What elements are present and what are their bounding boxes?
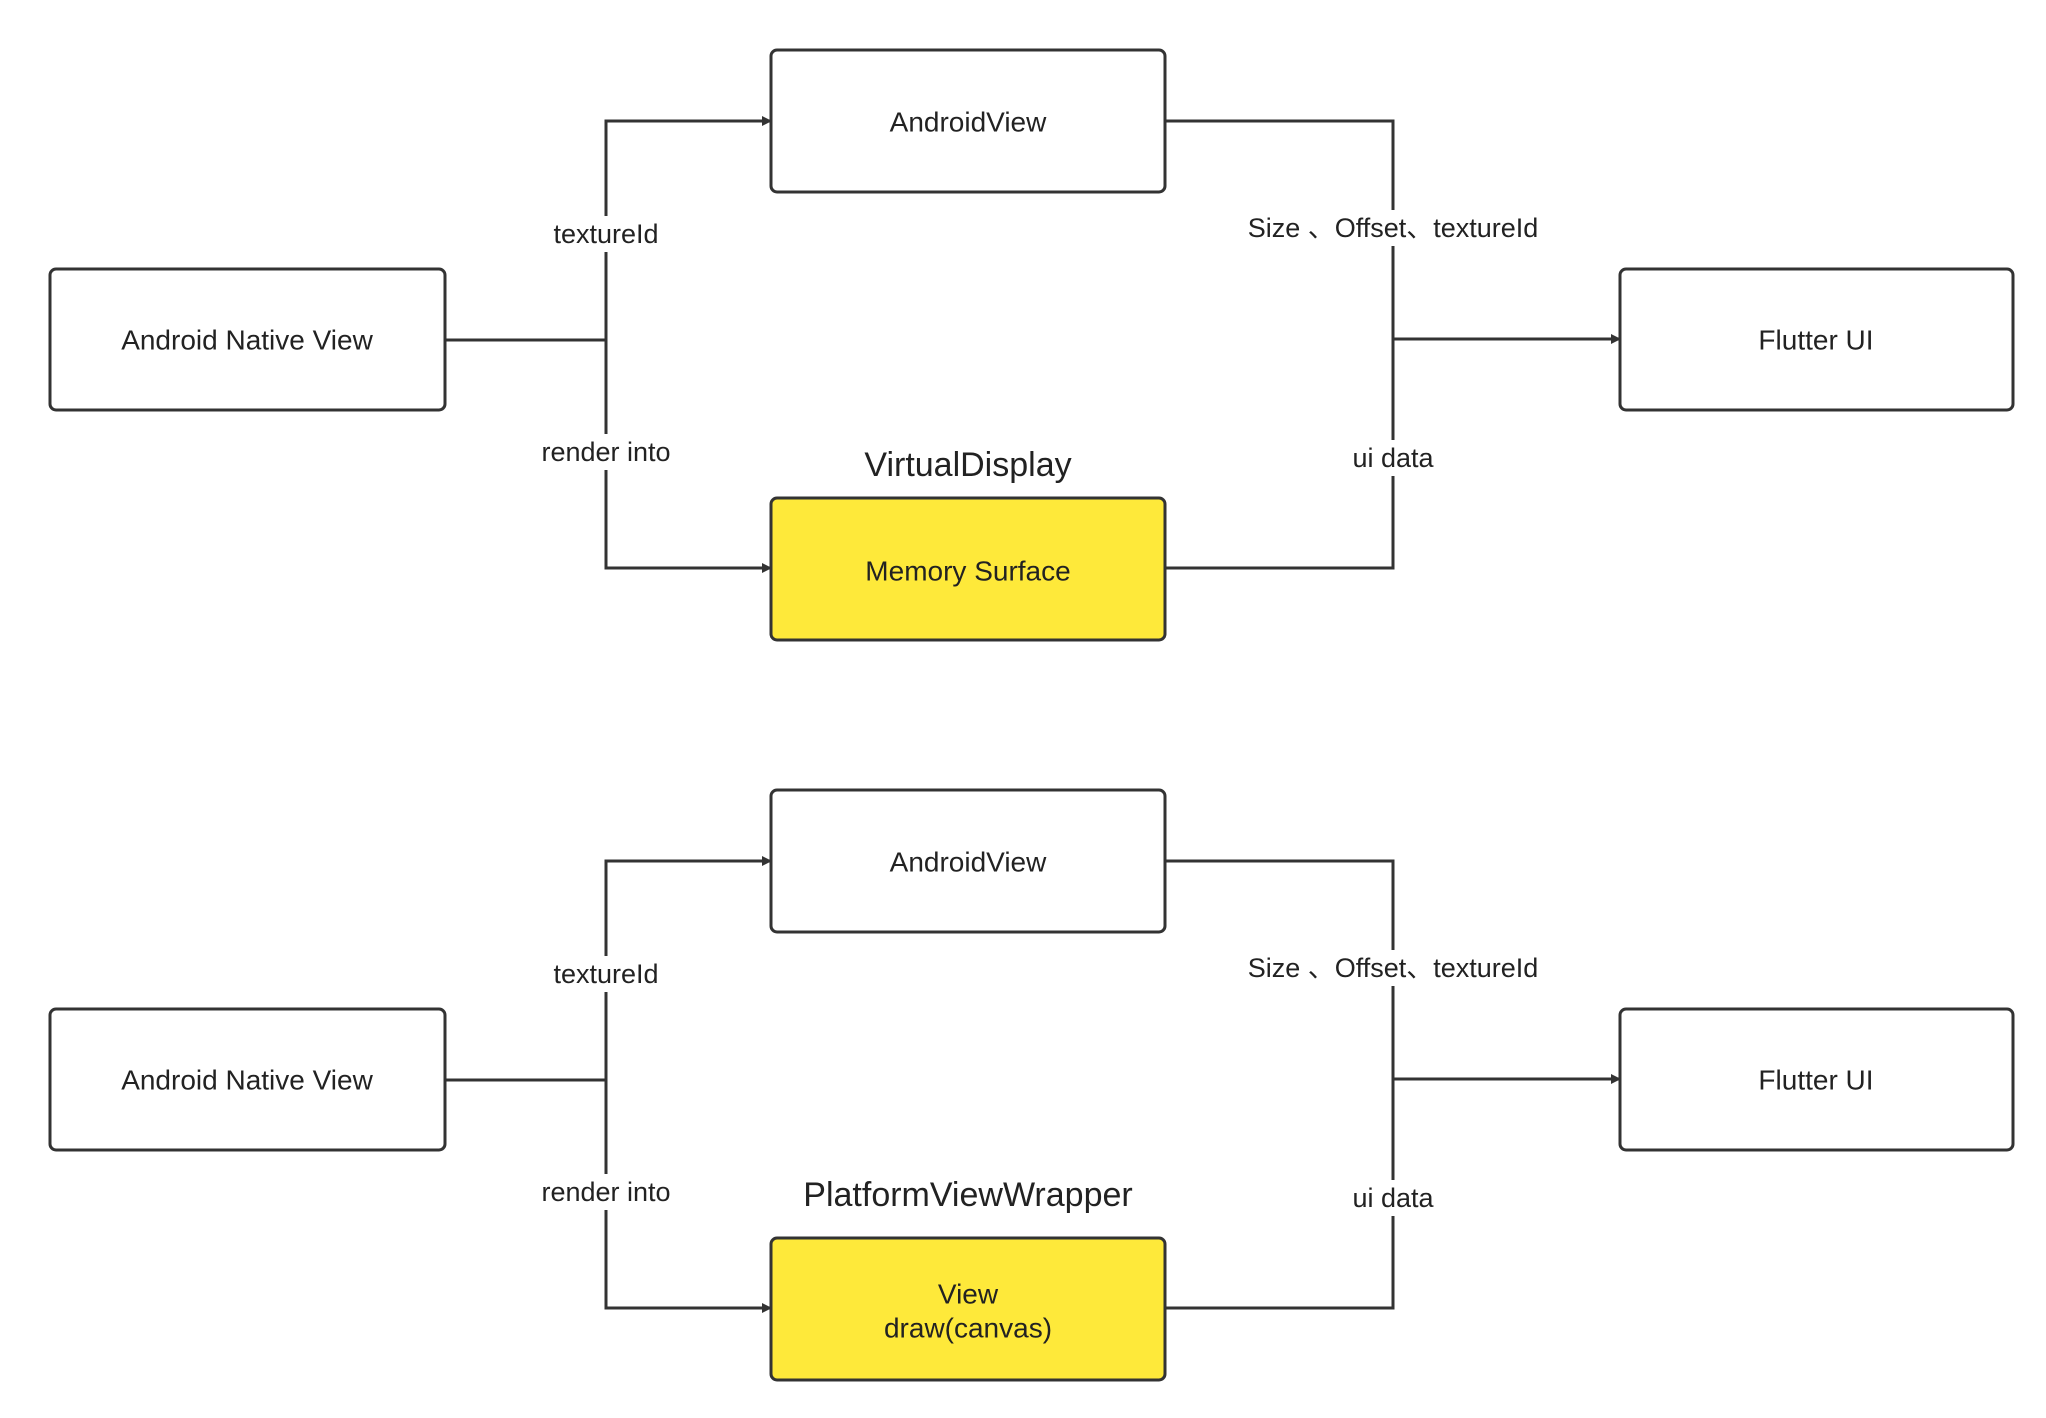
edge-surface-to-flutter <box>1165 339 1395 570</box>
node-label: AndroidView <box>890 107 1047 138</box>
edge-label-texture-id: textureId <box>553 959 658 989</box>
surface-title: VirtualDisplay <box>864 446 1071 484</box>
node-flutter-ui: Flutter UI <box>1618 267 2015 412</box>
node-view-draw-canvas: View draw(canvas) <box>769 1236 1167 1382</box>
node-memory-surface: Memory Surface <box>769 496 1167 642</box>
node-android-native-view: Android Native View <box>48 267 447 412</box>
node-label: Memory Surface <box>865 556 1070 587</box>
node-label: Android Native View <box>121 325 373 356</box>
node-flutter-ui: Flutter UI <box>1618 1007 2015 1152</box>
node-label-line-2: draw(canvas) <box>884 1313 1052 1344</box>
edge-label-render-into: render into <box>541 1177 670 1207</box>
node-label: Flutter UI <box>1758 1065 1873 1096</box>
surface-title: PlatformViewWrapper <box>803 1176 1132 1214</box>
edge-view-to-flutter <box>1165 1079 1395 1310</box>
node-label: Android Native View <box>121 1065 373 1096</box>
node-android-view: AndroidView <box>769 48 1167 194</box>
node-label: AndroidView <box>890 847 1047 878</box>
edge-label-ui-data: ui data <box>1352 443 1434 473</box>
node-label-line-1: View <box>938 1279 999 1310</box>
edge-label-size-offset: Size 、Offset、textureId <box>1248 953 1539 983</box>
edge-native-to-surface <box>604 340 772 573</box>
edge-label-ui-data: ui data <box>1352 1183 1434 1213</box>
node-android-native-view: Android Native View <box>48 1007 447 1152</box>
edge-native-to-view <box>604 1080 772 1313</box>
diagram-virtual-display: textureId render into Size 、Offset、textu… <box>48 48 2015 642</box>
node-android-view: AndroidView <box>769 788 1167 934</box>
edge-label-render-into: render into <box>541 437 670 467</box>
edge-label-size-offset: Size 、Offset、textureId <box>1248 213 1539 243</box>
node-label: Flutter UI <box>1758 325 1873 356</box>
diagram-platform-view-wrapper: textureId render into Size 、Offset、textu… <box>48 788 2015 1382</box>
edge-label-texture-id: textureId <box>553 219 658 249</box>
